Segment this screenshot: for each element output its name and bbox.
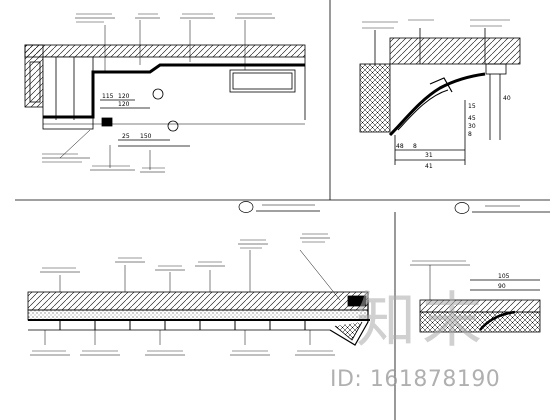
vent-box [229,69,296,93]
detail-bottom-left [27,233,370,356]
cornice-inner [397,89,449,131]
dims-top-right: 48 8 15 40 45 30 8 31 41 [396,95,511,170]
wall-block [29,61,41,103]
frame-lines [15,0,550,420]
cornice-profile [388,72,486,137]
detail-bottom-right [410,260,541,333]
dim-label: 48 [396,143,404,150]
dim-label: 8 [468,131,472,138]
end-detail [329,300,369,346]
light-fitting [167,120,179,132]
vent-inner [232,72,293,90]
top-block [485,63,507,75]
dim-label: 45 [468,115,476,122]
slab-hatch [389,37,521,65]
finish-cross-hatch [419,311,541,333]
dim-label: 41 [425,163,433,170]
dim-label: 105 [498,273,510,280]
hanger-block [101,117,113,127]
detail-top-right [359,19,521,165]
note-text-placeholders [362,19,510,29]
screed-layer [27,309,369,321]
end-block [347,295,367,307]
dims-bottom-right: 105 90 [498,273,510,290]
slab-hatch [419,299,541,313]
ceiling-profile [43,63,305,119]
title-block-top-right [454,202,550,214]
detail-marker-circle [454,202,470,214]
dim-label: 120 [118,93,130,100]
wall-cross-hatch [359,63,391,133]
dim-label: 90 [498,283,506,290]
dim-label: 25 [122,133,130,140]
support-posts [59,320,306,330]
note-text-placeholders [32,233,333,352]
dim-label: 8 [413,143,417,150]
dim-label: 120 [118,101,130,108]
dim-label: 115 [102,93,114,100]
ceiling-slab-hatch [24,44,306,58]
dim-label: 15 [468,103,476,110]
detail-top-left [24,13,306,173]
edge-profile [479,310,516,331]
end-detail-hatch [334,321,363,341]
dims-top-left: 115 120 120 150 25 [102,93,152,140]
dim-label: 40 [503,95,511,102]
leaders-top-left [42,17,275,173]
dim-label: 30 [468,123,476,130]
leaders-bottom-left [30,237,341,356]
floor-slab-hatch [27,291,369,311]
detail-marker-circle [238,201,254,213]
dim-label: 150 [140,133,152,140]
cornice-step [429,77,453,93]
note-text-placeholders [42,13,272,169]
dim-label: 31 [425,152,433,159]
light-fitting [152,88,164,100]
title-block-top-left [238,201,320,213]
